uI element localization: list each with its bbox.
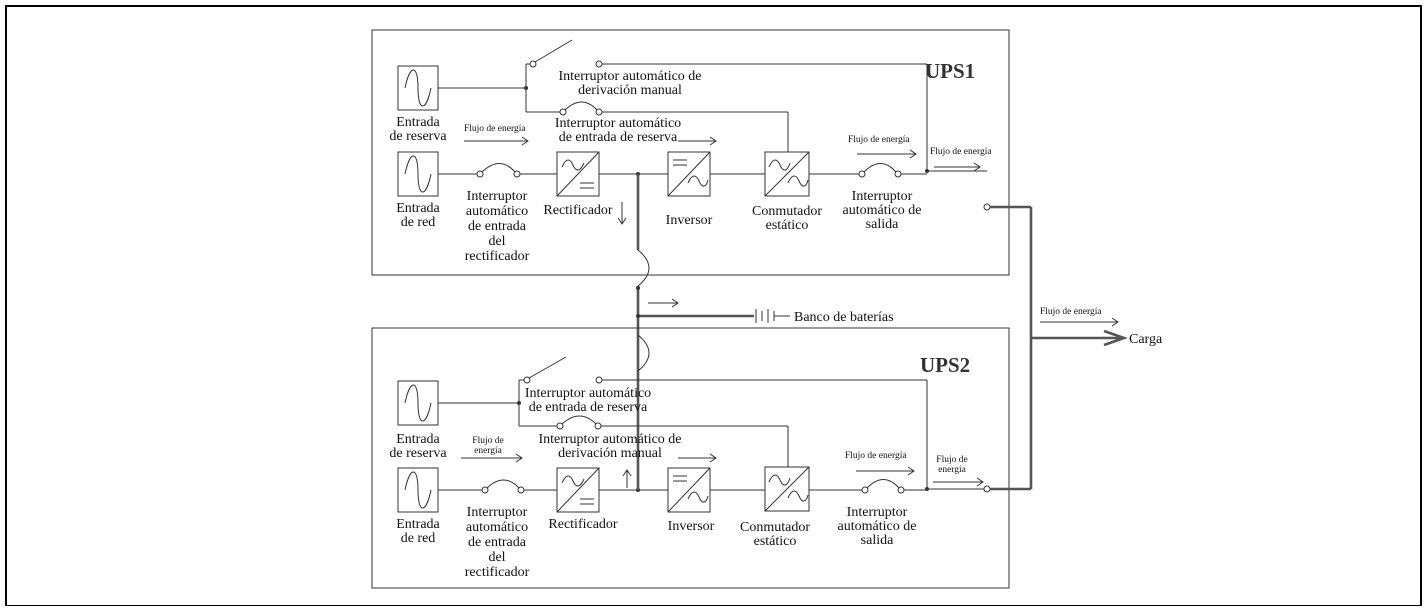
ups1-reserve-input-source <box>397 65 439 111</box>
ups1-title: UPS1 <box>925 59 975 83</box>
load-flow-label: Flujo de energía <box>1040 307 1102 317</box>
ups1-manual-bypass-switch <box>534 39 573 63</box>
ups1-rectifier-breaker-arc <box>481 163 516 173</box>
ups1-flow-output: Flujo de energía <box>848 135 910 145</box>
load-label: Carga <box>1129 332 1163 347</box>
battery-bank-label: Banco de baterías <box>794 310 894 325</box>
outer-border <box>5 5 1422 607</box>
ups1-enclosure <box>371 29 1010 276</box>
ups2-flow-output: Flujo de energía <box>845 451 907 461</box>
ups2-inverter-label: Inversor <box>668 519 715 534</box>
ups2-enclosure <box>371 327 1010 589</box>
ups2-rectifier-label: Rectificador <box>548 517 618 532</box>
ups1-reserve-sine-icon <box>404 69 432 107</box>
ups2-title: UPS2 <box>920 353 970 377</box>
ups1-flow-right: Flujo de energía <box>930 147 992 157</box>
ups1-reserve-breaker-arc <box>564 101 598 111</box>
load-output: Flujo de energía Carga <box>990 205 1163 491</box>
dc-bus: Banco de baterías <box>636 174 894 458</box>
ups1-flow-reserve: Flujo de energía <box>464 124 526 134</box>
ups1-rectifier-label: Rectificador <box>543 203 613 218</box>
ups1-inverter-label: Inversor <box>666 213 713 228</box>
